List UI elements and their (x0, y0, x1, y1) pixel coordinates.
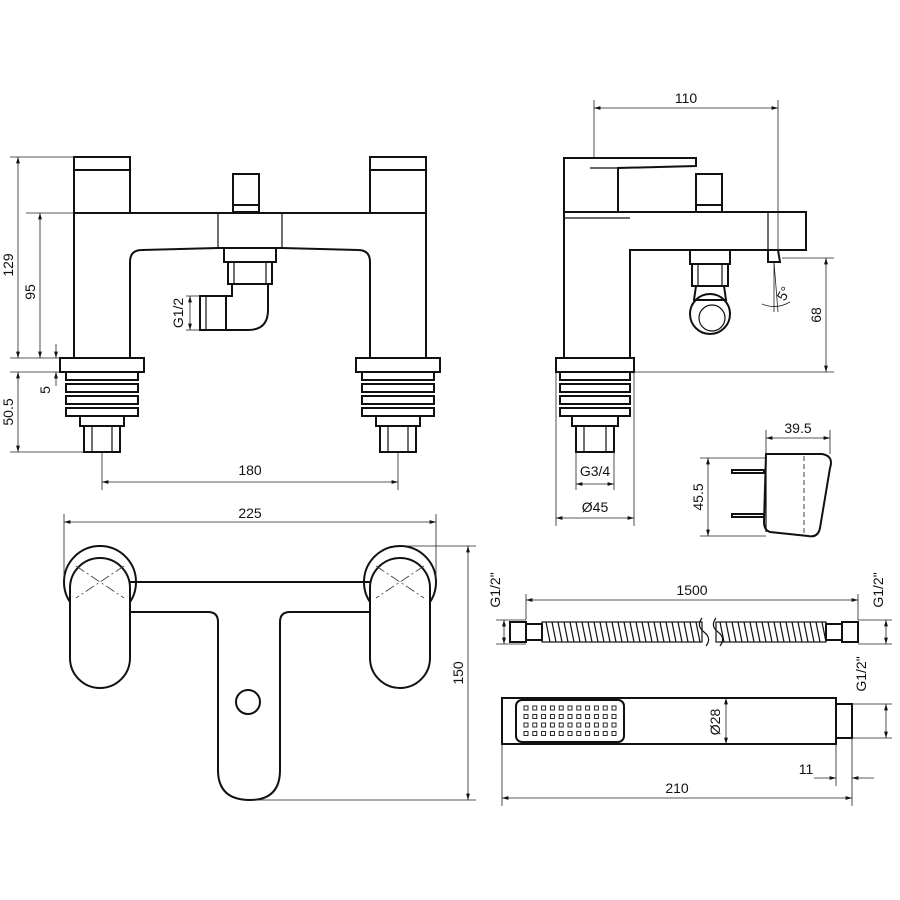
dim-spout-angle: 5° (773, 284, 794, 304)
nozzle (549, 722, 555, 728)
front-left-handle (73, 156, 131, 214)
shower-handset: G1/2" Ø28 11 210 (501, 656, 892, 806)
nozzle (558, 731, 564, 736)
nozzle (593, 731, 599, 736)
nozzle (585, 722, 591, 728)
handset-spray-face (515, 699, 625, 743)
plan-right-lever (369, 557, 431, 689)
nozzle (576, 731, 582, 736)
dim-total-height: 129 (0, 253, 16, 277)
side-lever-handle (563, 157, 697, 213)
dim-hose-thread-right: G1/2" (870, 572, 886, 607)
dim-bracket-height: 45.5 (690, 483, 706, 510)
side-fixing-stack (555, 357, 635, 453)
nozzle (523, 714, 529, 719)
nozzle (602, 705, 608, 711)
dim-bracket-width: 39.5 (784, 420, 811, 436)
nozzle (585, 714, 591, 719)
front-view: 129 95 5 50.5 G1/2 180 (0, 156, 441, 490)
front-body (73, 212, 427, 359)
dim-centres: 180 (238, 462, 262, 478)
dim-handset-connector: 11 (799, 761, 814, 777)
nozzle (611, 731, 617, 736)
dim-spout-outlet: G1/2 (170, 298, 186, 329)
nozzle (593, 705, 599, 711)
dim-spout-reach: 110 (675, 90, 698, 106)
dim-outlet-height: 68 (808, 307, 824, 323)
dim-plan-width: 225 (238, 505, 262, 521)
wall-bracket: 39.5 45.5 (690, 420, 832, 538)
shower-hose: G1/2" 1500 G1/2" (487, 572, 892, 647)
outlet-elbow (225, 283, 269, 331)
diverter-knob (232, 173, 260, 213)
nozzle (567, 731, 573, 736)
dim-base-diameter: Ø45 (582, 499, 609, 515)
nozzle (602, 722, 608, 728)
handset-nozzles (523, 705, 617, 736)
handset-connector (835, 703, 853, 739)
dim-handset-thread: G1/2" (853, 656, 869, 691)
nozzle (541, 705, 547, 711)
nozzle (549, 731, 555, 736)
nozzle (523, 731, 529, 736)
dim-tail-thread: G3/4 (580, 463, 611, 479)
nozzle (567, 722, 573, 728)
dim-hose-length: 1500 (676, 582, 707, 598)
nozzle (532, 705, 538, 711)
side-body (563, 211, 807, 359)
side-diverter-knob (695, 173, 723, 213)
nozzle (593, 714, 599, 719)
nozzle (523, 722, 529, 728)
nozzle (611, 705, 617, 711)
left-fixing-stack (59, 357, 145, 453)
nozzle (611, 714, 617, 719)
nozzle (558, 722, 564, 728)
nozzle (593, 722, 599, 728)
nozzle (567, 714, 573, 719)
nozzle (541, 731, 547, 736)
plan-view: 225 150 (63, 505, 476, 802)
dim-plan-depth: 150 (450, 661, 466, 685)
nozzle (558, 705, 564, 711)
nozzle (576, 705, 582, 711)
nozzle (549, 705, 555, 711)
nozzle (602, 714, 608, 719)
plan-body (99, 581, 399, 802)
bracket-body (762, 453, 832, 538)
nozzle (541, 722, 547, 728)
nozzle (532, 731, 538, 736)
nozzle (567, 705, 573, 711)
nozzle (585, 705, 591, 711)
dim-lower-height: 50.5 (0, 398, 16, 425)
dim-handset-diameter: Ø28 (707, 709, 723, 736)
side-view: 110 5° 68 G3/4 Ø45 (555, 90, 834, 526)
nozzle (611, 722, 617, 728)
nozzle (532, 714, 538, 719)
nozzle (585, 731, 591, 736)
dim-gap: 5 (37, 386, 53, 394)
dim-body-height: 95 (22, 284, 38, 300)
nozzle (576, 714, 582, 719)
dim-handset-length: 210 (665, 780, 689, 796)
nozzle (576, 722, 582, 728)
nozzle (541, 714, 547, 719)
nozzle (532, 722, 538, 728)
plan-outlet-hole (235, 689, 261, 715)
nozzle (558, 714, 564, 719)
dim-hose-thread-left: G1/2" (487, 572, 503, 607)
outlet-pipe-end (689, 293, 731, 335)
handset-body (501, 697, 837, 745)
nozzle (602, 731, 608, 736)
nozzle (523, 705, 529, 711)
plan-left-lever (69, 557, 131, 689)
front-right-handle (369, 156, 427, 214)
right-fixing-stack (355, 357, 441, 453)
nozzle (549, 714, 555, 719)
